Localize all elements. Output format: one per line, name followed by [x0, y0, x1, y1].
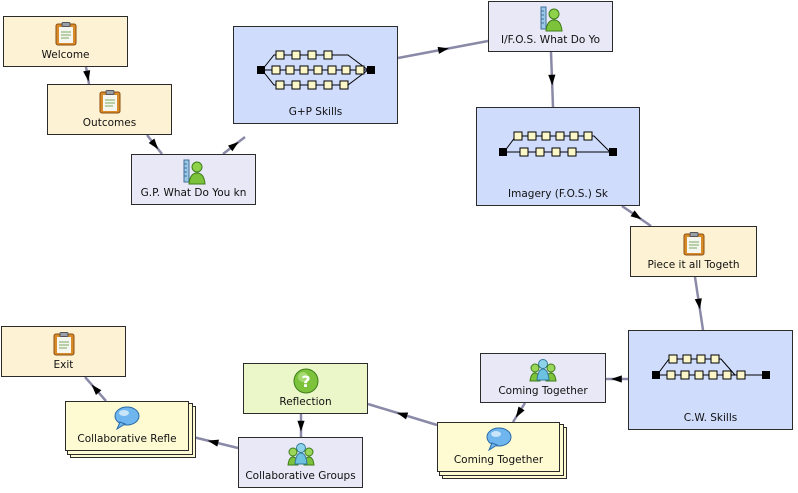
clipboard-icon: [99, 90, 120, 114]
chat-bubble-icon: [114, 406, 140, 430]
arrowhead: [91, 384, 102, 395]
node-ifos-what-do-you[interactable]: I/F.O.S. What Do Yo: [488, 1, 613, 52]
node-label: Coming Together: [498, 385, 588, 397]
node-welcome[interactable]: Welcome: [3, 16, 128, 67]
arrowhead: [396, 412, 409, 420]
node-piece-it-all-together[interactable]: Piece it all Togeth: [630, 226, 757, 277]
node-coming-together-chat[interactable]: Coming Together: [437, 422, 560, 472]
node-label: G+P Skills: [288, 106, 343, 118]
node-collaborative-groups[interactable]: Collaborative Groups: [238, 437, 363, 488]
node-exit[interactable]: Exit: [1, 326, 126, 377]
node-label: G.P. What Do You kn: [140, 187, 247, 199]
clipboard-icon: [53, 332, 74, 356]
node-label: Collaborative Refle: [77, 433, 177, 445]
person-ruler-icon: [183, 159, 206, 185]
chat-bubble-icon: [486, 427, 511, 451]
node-label: Reflection: [279, 396, 332, 408]
node-label: Piece it all Togeth: [647, 259, 740, 271]
node-imagery-fos-skills[interactable]: Imagery (F.O.S.) Sk: [476, 107, 640, 206]
node-label: I/F.O.S. What Do Yo: [500, 34, 601, 46]
node-gp-what-do-you-know[interactable]: G.P. What Do You kn: [131, 154, 256, 205]
arrowhead: [630, 210, 642, 220]
node-label: Imagery (F.O.S.) Sk: [508, 188, 608, 200]
arrowhead: [611, 375, 622, 383]
branch-sequence-icon: [499, 131, 617, 157]
group-icon: [529, 359, 557, 382]
node-label: Exit: [53, 359, 74, 371]
arrowhead: [515, 406, 525, 418]
node-label: Coming Together: [453, 454, 544, 466]
arrowhead: [83, 70, 91, 82]
node-outcomes[interactable]: Outcomes: [47, 84, 172, 135]
clipboard-icon: [55, 22, 76, 46]
node-coming-together-groups[interactable]: Coming Together: [480, 353, 606, 403]
arrowhead: [148, 138, 159, 150]
branch-sequence-icon: [651, 354, 770, 380]
svg-text:?: ?: [301, 372, 310, 391]
arrowhead: [297, 420, 305, 432]
group-icon: [286, 443, 315, 466]
question-icon: ?: [293, 368, 318, 394]
clipboard-icon: [683, 232, 704, 256]
branch-sequence-icon: [256, 50, 375, 90]
arrowhead: [207, 439, 220, 447]
node-gp-skills[interactable]: G+P Skills: [233, 26, 398, 124]
node-cw-skills[interactable]: C.W. Skills: [628, 330, 793, 430]
node-label: C.W. Skills: [683, 412, 738, 424]
arrowhead: [437, 46, 449, 54]
node-collaborative-reflection[interactable]: Collaborative Refle: [65, 401, 189, 451]
node-label: Outcomes: [82, 117, 137, 129]
arrowhead: [228, 141, 239, 152]
node-reflection[interactable]: ? Reflection: [243, 363, 368, 414]
arrowhead: [548, 74, 556, 86]
node-label: Collaborative Groups: [245, 470, 356, 482]
person-ruler-icon: [540, 6, 563, 32]
arrowhead: [694, 298, 702, 310]
node-label: Welcome: [41, 49, 90, 61]
